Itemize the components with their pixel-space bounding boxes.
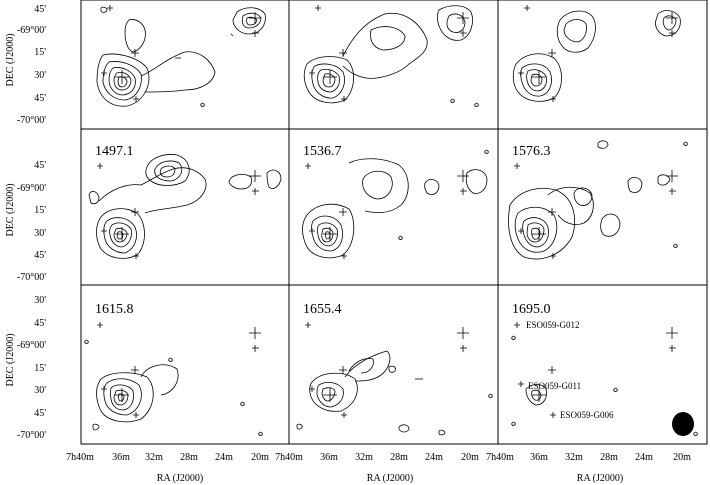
dec-ticks-row-1: 45' -69°00' 15' 30' 45' -70°00': [17, 4, 46, 126]
ra-tick: 24m: [635, 452, 653, 463]
ra-axis-label-col-2: RA (J2000): [367, 473, 413, 484]
ra-tick: 32m: [355, 452, 373, 463]
ra-tick: 24m: [425, 452, 443, 463]
velocity-label: 1497.1: [95, 144, 134, 159]
galaxy-label-eso059-g011: ESO059-G011: [528, 381, 581, 391]
galaxy-markers: [518, 5, 678, 102]
contours: [302, 149, 489, 259]
galaxy-label-eso059-g012: ESO059-G012: [526, 320, 580, 330]
galaxy-markers: [309, 5, 469, 102]
dec-tick: 30': [34, 385, 46, 396]
dec-tick: 45': [34, 250, 46, 261]
dec-tick: 15': [34, 47, 46, 58]
contours: [511, 335, 698, 436]
galaxy-markers: [514, 322, 678, 418]
dec-tick: 15': [34, 363, 46, 374]
channel-panel-6: 1576.3: [497, 128, 708, 286]
dec-tick: 45': [34, 93, 46, 104]
contours: [96, 6, 266, 107]
ra-axis-label-col-3: RA (J2000): [577, 473, 623, 484]
ra-tick: 20m: [673, 452, 691, 463]
dec-tick: -69°00': [17, 340, 46, 351]
velocity-label: 1655.4: [303, 302, 342, 317]
dec-tick: 45': [34, 160, 46, 171]
channel-panel-2: [288, 0, 499, 130]
ra-tick: 36m: [320, 452, 338, 463]
beam-ellipse: [672, 412, 694, 436]
dec-tick: 45': [34, 318, 46, 329]
ra-tick: 7h40m: [275, 452, 303, 463]
dec-tick: -70°00': [17, 115, 46, 126]
ra-ticks-col-1: 7h40m 36m 32m 28m 24m 20m: [66, 452, 269, 463]
galaxy-markers: [97, 322, 261, 418]
ra-tick: 7h40m: [486, 452, 514, 463]
channel-panel-8: 1655.4: [288, 284, 499, 445]
dec-tick: -70°00': [17, 430, 46, 441]
dec-tick: 30': [34, 295, 46, 306]
contours: [88, 154, 282, 259]
ra-tick: 36m: [112, 452, 130, 463]
ra-tick: 28m: [600, 452, 618, 463]
dec-tick: -69°00': [17, 25, 46, 36]
ra-ticks-col-2: 7h40m 36m 32m 28m 24m 20m: [275, 452, 479, 463]
ra-tick: 28m: [180, 452, 198, 463]
dec-tick: 45': [34, 408, 46, 419]
channel-panel-4: 1497.1: [80, 128, 290, 286]
dec-tick: 45': [34, 4, 46, 15]
galaxy-markers: [101, 5, 261, 102]
dec-tick: 30': [34, 228, 46, 239]
dec-tick: -69°00': [17, 183, 46, 194]
velocity-label: 1576.3: [512, 144, 551, 159]
contours: [508, 140, 688, 260]
galaxy-markers: [305, 322, 469, 418]
channel-panel-9: 1695.0 ESO059-G012 ESO059-G011 ESO059-G0…: [497, 284, 708, 445]
dec-tick: 15': [34, 205, 46, 216]
contours: [512, 10, 681, 102]
ra-tick: 20m: [461, 452, 479, 463]
galaxy-label-eso059-g006: ESO059-G006: [560, 410, 614, 420]
velocity-label: 1615.8: [95, 302, 134, 317]
ra-tick: 36m: [530, 452, 548, 463]
galaxy-markers: [514, 163, 678, 259]
galaxy-markers: [305, 163, 469, 259]
ra-axis-label-col-1: RA (J2000): [157, 473, 203, 484]
contours: [296, 350, 493, 436]
dec-tick: 30': [34, 70, 46, 81]
ra-tick: 7h40m: [66, 452, 94, 463]
channel-panel-1: [80, 0, 290, 130]
dec-ticks-row-3: 30' 45' -69°00' 15' 30' 45' -70°00': [17, 295, 46, 441]
channel-panel-7: 1615.8: [80, 284, 290, 445]
ra-tick: 32m: [565, 452, 583, 463]
galaxy-markers: [97, 163, 261, 259]
ra-tick: 20m: [251, 452, 269, 463]
ra-ticks-col-3: 7h40m 36m 32m 28m 24m 20m: [486, 452, 691, 463]
velocity-label: 1695.0: [512, 302, 551, 317]
ra-tick: 28m: [390, 452, 408, 463]
velocity-label: 1536.7: [303, 144, 342, 159]
dec-ticks-row-2: 45' -69°00' 15' 30' 45' -70°00': [17, 160, 46, 283]
dec-axis-label-row-3: DEC (J2000): [5, 333, 16, 386]
dec-axis-label-row-1: DEC (J2000): [5, 33, 16, 86]
dec-tick: -70°00': [17, 272, 46, 283]
channel-panel-3: [497, 0, 708, 130]
contours: [303, 5, 479, 107]
ra-tick: 24m: [215, 452, 233, 463]
dec-axis-label-row-2: DEC (J2000): [5, 183, 16, 236]
ra-tick: 32m: [145, 452, 163, 463]
channel-panel-5: 1536.7: [288, 128, 499, 286]
contours: [84, 339, 263, 436]
